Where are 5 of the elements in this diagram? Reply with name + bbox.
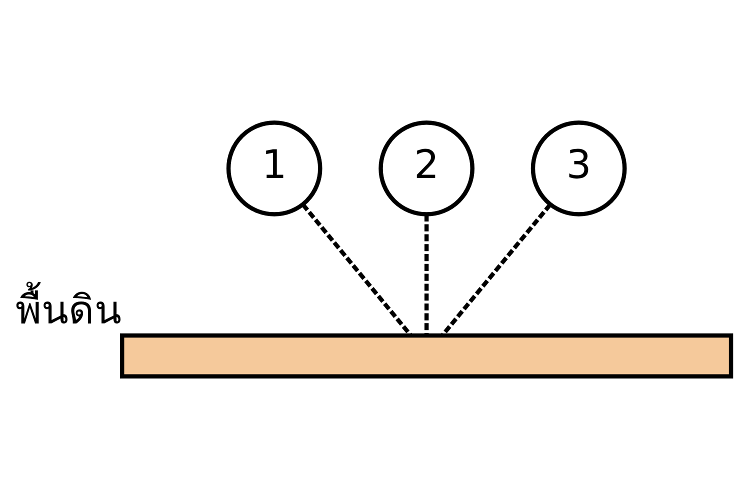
node-circle: 1 bbox=[226, 120, 322, 216]
node-circle: 3 bbox=[530, 120, 627, 216]
node-circle: 2 bbox=[378, 120, 474, 216]
node-bar bbox=[120, 333, 734, 378]
connector bbox=[424, 214, 429, 336]
